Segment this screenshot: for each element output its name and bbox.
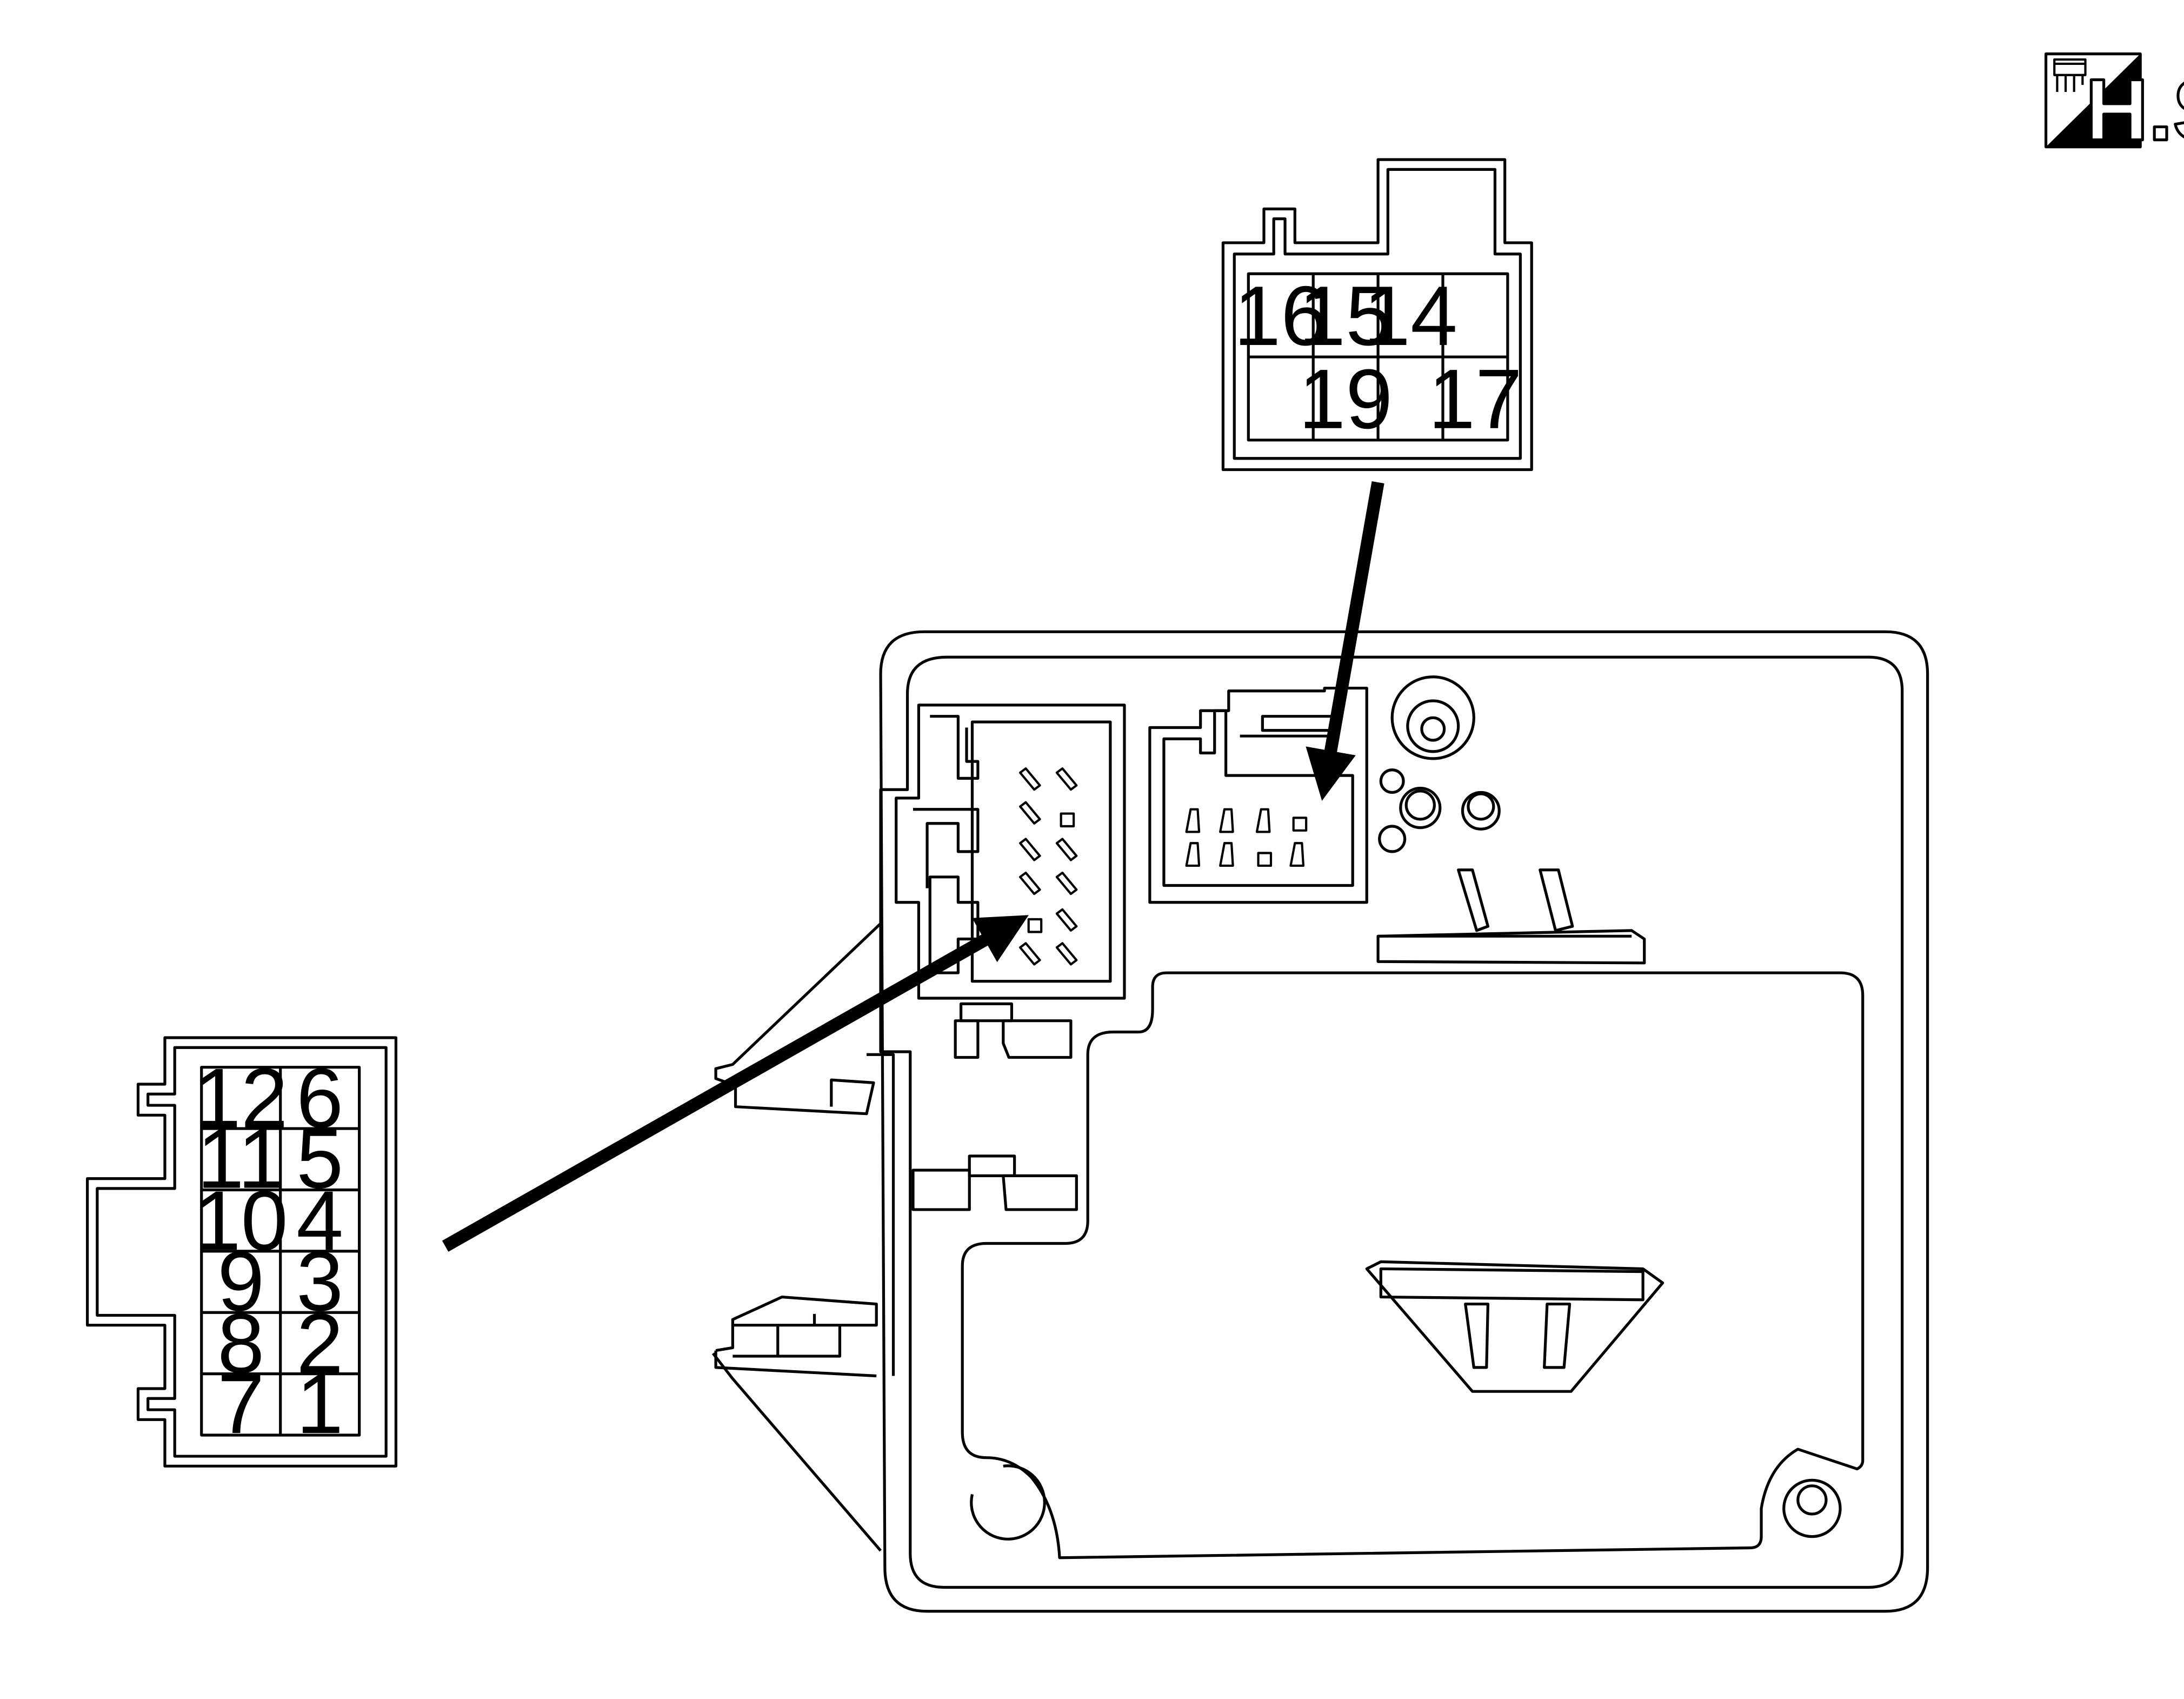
connector-19-pin-labels: 16 15 14 19 17 xyxy=(1234,269,1522,447)
pin-label: 12 xyxy=(194,1051,288,1146)
pin-label: 5 xyxy=(296,1112,343,1206)
unit-connector-19-pin xyxy=(1148,686,1368,904)
control-unit-housing xyxy=(711,630,1929,1613)
arrow-to-19-pin-connector xyxy=(1306,481,1384,801)
pin-label: 17 xyxy=(1428,352,1522,447)
connector-19-pin-view xyxy=(1221,158,1533,472)
unit-connector-12-pin xyxy=(895,704,1126,1000)
pin-label: 4 xyxy=(296,1173,343,1268)
pin-label: 9 xyxy=(217,1234,264,1329)
pin-label: 3 xyxy=(296,1234,343,1329)
pin-label: 16 xyxy=(1234,269,1328,363)
pin-label: 19 xyxy=(1299,352,1393,447)
pin-label: 15 xyxy=(1299,269,1393,363)
pin-label: 7 xyxy=(217,1357,264,1451)
pin-label: 14 xyxy=(1363,269,1457,363)
connector-12-pin-view xyxy=(85,1036,398,1468)
pin-label: 10 xyxy=(194,1173,288,1268)
pin-label: 6 xyxy=(296,1051,343,1146)
pin-label: 1 xyxy=(296,1357,343,1451)
harness-side-icon xyxy=(2053,58,2087,92)
unit-connector-19-pin-terminals xyxy=(1185,808,1308,867)
pin-label: 11 xyxy=(197,1112,285,1206)
harness-side-badge: H.S. xyxy=(2044,52,2184,160)
arrow-to-12-pin-connector xyxy=(442,915,1029,1252)
connector-12-pin-labels: 12 6 11 5 10 4 9 3 8 2 7 1 xyxy=(194,1051,343,1452)
pin-label: 2 xyxy=(296,1296,343,1391)
harness-side-label: H.S. xyxy=(2086,62,2184,159)
pin-label: 8 xyxy=(217,1296,264,1391)
unit-connector-12-pin-terminals xyxy=(1018,767,1078,966)
